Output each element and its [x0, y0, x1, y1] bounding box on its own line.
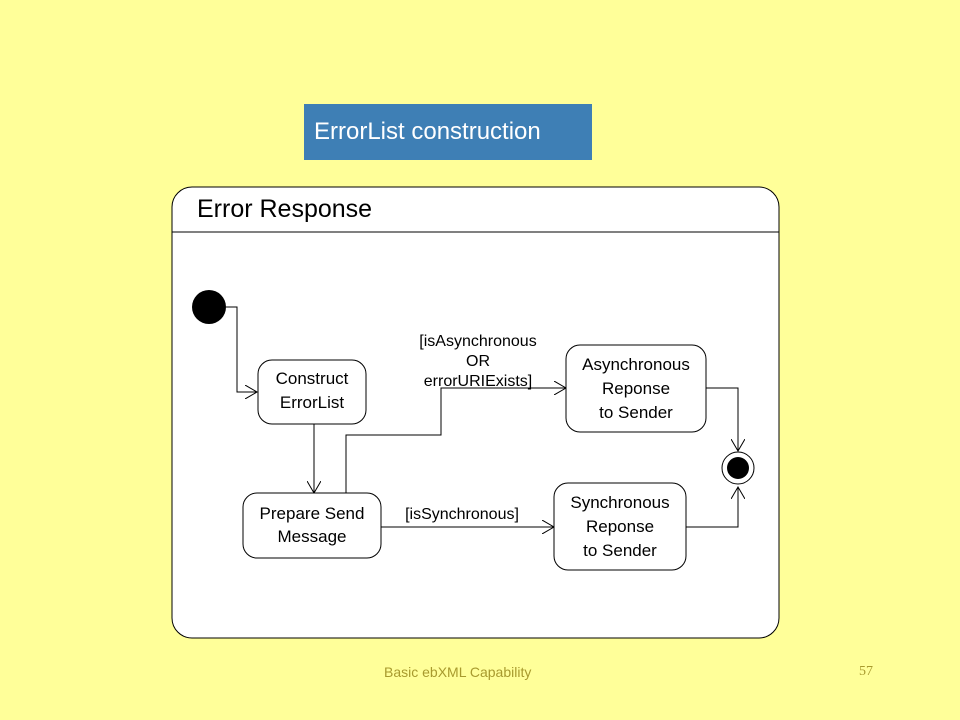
state-label: to Sender: [583, 541, 657, 560]
state-label: Message: [278, 527, 347, 546]
state-label: Reponse: [586, 517, 654, 536]
final-state: [721, 451, 755, 485]
state-synchronous-response: Synchronous Reponse to Sender: [553, 482, 687, 571]
state-label: to Sender: [599, 403, 673, 422]
state-label: Prepare Send: [260, 504, 365, 523]
state-label: ErrorList: [280, 393, 345, 412]
initial-state: [192, 290, 226, 324]
state-construct-errorlist: Construct ErrorList: [257, 359, 367, 425]
state-label: Construct: [276, 369, 349, 388]
state-prepare-send-message: Prepare Send Message: [242, 492, 382, 559]
frame-title: Error Response: [197, 195, 372, 223]
guard-sync: [isSynchronous]: [405, 506, 519, 523]
transition-initial-to-construct: [226, 306, 257, 392]
guard-async-line2: OR: [466, 353, 490, 370]
guard-async-line1: [isAsynchronous: [419, 333, 536, 350]
page-number: 57: [859, 664, 873, 679]
state-asynchronous-response: Asynchronous Reponse to Sender: [565, 344, 707, 433]
transition-prepare-to-async: [345, 388, 566, 493]
transition-async-to-final: [706, 387, 738, 451]
state-label: Synchronous: [570, 493, 669, 512]
state-label: Asynchronous: [582, 355, 690, 374]
state-label: Reponse: [602, 379, 670, 398]
slide-title-text: ErrorList construction: [314, 118, 541, 145]
footer-text: Basic ebXML Capability: [384, 664, 532, 680]
guard-async-line3: errorURIExists]: [424, 373, 532, 390]
transition-sync-to-final: [686, 487, 738, 528]
slide-title: ErrorList construction: [304, 104, 592, 160]
